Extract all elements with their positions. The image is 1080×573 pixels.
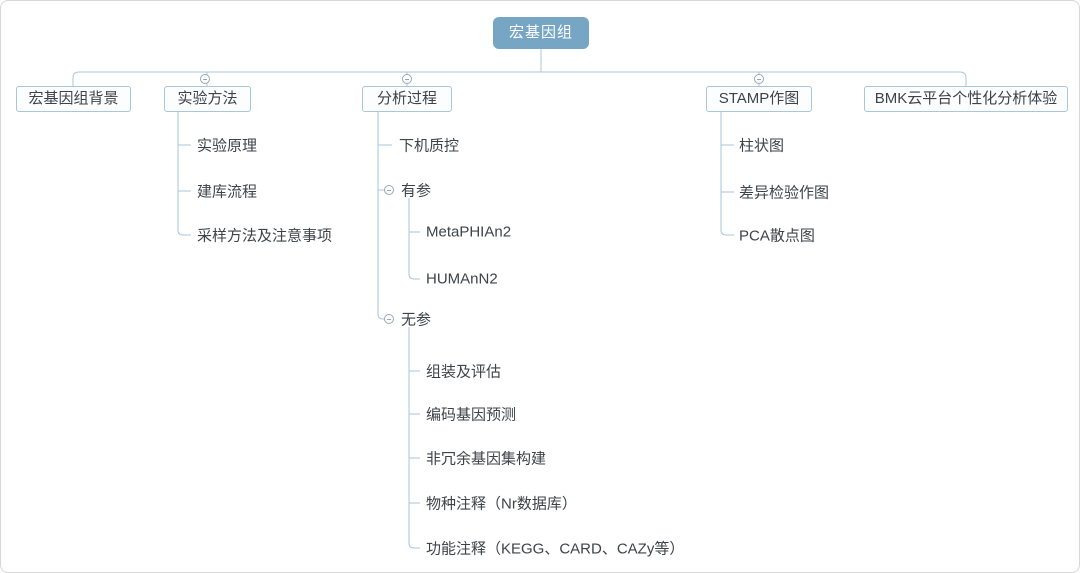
minus-glyph bbox=[203, 78, 207, 80]
child-label-sampling-notes[interactable]: 采样方法及注意事项 bbox=[197, 227, 333, 245]
collapse-icon[interactable] bbox=[754, 74, 764, 84]
child-label-assembly-evaluation[interactable]: 组装及评估 bbox=[426, 363, 502, 381]
child-label-experiment-principle[interactable]: 实验原理 bbox=[197, 137, 258, 155]
collapse-icon[interactable] bbox=[384, 185, 394, 195]
branch-node-experiment-method[interactable]: 实验方法 bbox=[164, 86, 251, 112]
child-label-nonredundant-geneset[interactable]: 非冗余基因集构建 bbox=[426, 450, 547, 468]
child-label-taxonomy-annotation[interactable]: 物种注释（Nr数据库） bbox=[426, 495, 577, 513]
child-label-pca-scatter[interactable]: PCA散点图 bbox=[739, 227, 815, 245]
child-label-humann2[interactable]: HUMAnN2 bbox=[426, 270, 498, 288]
minus-glyph bbox=[387, 189, 391, 191]
branch-node-bmk-cloud[interactable]: BMK云平台个性化分析体验 bbox=[864, 86, 1068, 112]
child-label-function-annotation[interactable]: 功能注释（KEGG、CARD、CAZy等） bbox=[426, 540, 685, 558]
branch-node-background[interactable]: 宏基因组背景 bbox=[16, 86, 131, 112]
collapse-icon[interactable] bbox=[384, 314, 394, 324]
child-label-reference-based[interactable]: 有参 bbox=[401, 182, 432, 200]
branch-node-stamp-plot[interactable]: STAMP作图 bbox=[706, 86, 812, 112]
child-label-bar-chart[interactable]: 柱状图 bbox=[739, 137, 785, 155]
minus-glyph bbox=[405, 78, 409, 80]
child-label-difference-test-plot[interactable]: 差异检验作图 bbox=[739, 184, 830, 202]
root-node[interactable]: 宏基因组 bbox=[493, 17, 589, 49]
child-label-metaphlan2[interactable]: MetaPHIAn2 bbox=[426, 223, 512, 241]
minus-glyph bbox=[387, 318, 391, 320]
child-label-gene-prediction[interactable]: 编码基因预测 bbox=[426, 406, 517, 424]
branch-node-analysis-process[interactable]: 分析过程 bbox=[362, 86, 452, 112]
child-label-reference-free[interactable]: 无参 bbox=[401, 311, 432, 329]
child-label-qc[interactable]: 下机质控 bbox=[399, 137, 460, 155]
minus-glyph bbox=[757, 78, 761, 80]
child-label-library-workflow[interactable]: 建库流程 bbox=[197, 183, 258, 201]
collapse-icon[interactable] bbox=[402, 74, 412, 84]
collapse-icon[interactable] bbox=[200, 74, 210, 84]
